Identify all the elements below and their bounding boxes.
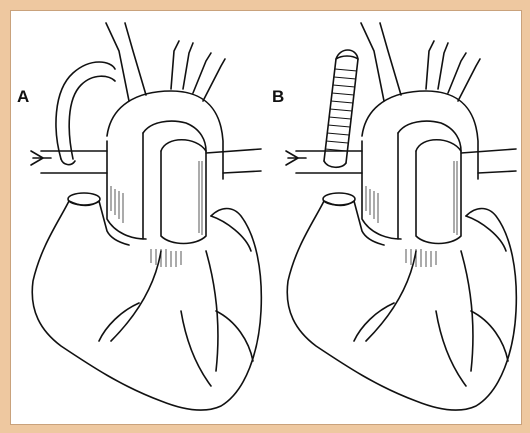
panel-a: A <box>11 11 266 424</box>
heart-outline <box>287 201 516 410</box>
pulmonary-trunk <box>107 141 146 239</box>
heart-outline <box>32 201 261 410</box>
heart-diagram-b <box>266 11 521 424</box>
graft-tube-b <box>324 50 358 163</box>
panel-b: B <box>266 11 521 424</box>
figure-frame: A <box>10 10 522 425</box>
heart-diagram-a <box>11 11 266 424</box>
